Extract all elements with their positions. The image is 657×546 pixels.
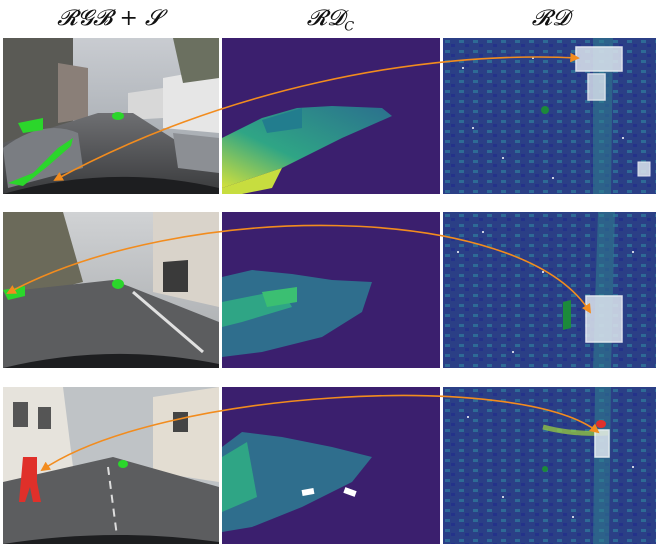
- range-doppler-row-1: [443, 38, 656, 194]
- header-rgb-text: 𝓡𝓖𝓑 + 𝓢: [57, 6, 162, 31]
- rgb-image-row-2: [3, 212, 219, 368]
- header-range-doppler: 𝓡𝓓: [444, 2, 657, 36]
- header-range-doppler-c: 𝓡𝓓C: [223, 2, 438, 36]
- depth-map-row-1: [222, 38, 440, 194]
- depth-map-row-3: [222, 387, 440, 544]
- header-rd2-text: 𝓡𝓓: [531, 6, 570, 31]
- range-doppler-row-2: [443, 212, 656, 368]
- header-rd-text: 𝓡𝓓: [306, 6, 345, 31]
- header-rgb-segmentation: 𝓡𝓖𝓑 + 𝓢: [2, 2, 217, 36]
- depth-map-row-2: [222, 212, 440, 368]
- range-doppler-row-3: [443, 387, 656, 544]
- rgb-image-row-3: [3, 387, 219, 544]
- rgb-image-row-1: [3, 38, 219, 194]
- header-rd-subscript: C: [344, 19, 355, 35]
